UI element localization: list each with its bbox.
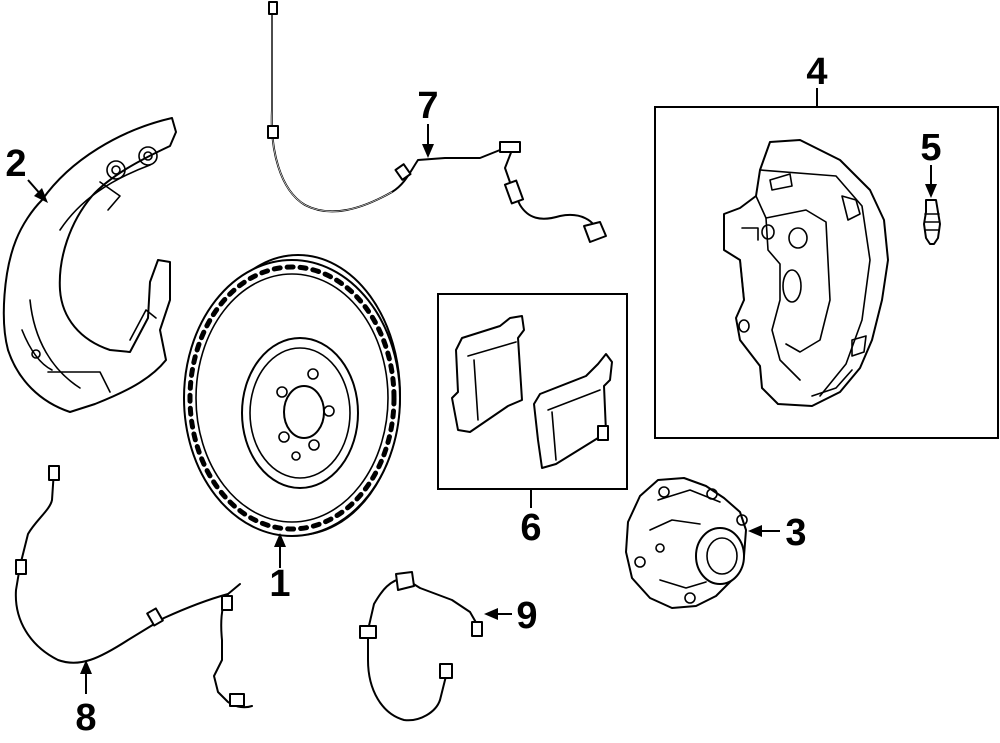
caliper-box (654, 106, 999, 439)
callout-6: 6 (520, 507, 541, 549)
brake-pads-group (437, 293, 628, 490)
wear-sensor-lower (14, 465, 253, 709)
brake-pads-box (437, 293, 628, 490)
callout-4: 4 (806, 51, 827, 93)
wear-sensor-middle (359, 571, 483, 722)
callout-leaders (27, 88, 937, 694)
wear-sensor-upper (267, 1, 607, 243)
callout-8: 8 (75, 697, 96, 739)
callout-1: 1 (269, 563, 290, 605)
callout-9: 9 (516, 595, 537, 637)
callout-3: 3 (785, 512, 806, 554)
callout-5: 5 (920, 127, 941, 169)
caliper-group (654, 106, 999, 439)
callout-2: 2 (5, 143, 26, 185)
brake-rotor (183, 254, 401, 537)
splash-shield (2, 117, 177, 413)
bleeder-screw (923, 199, 941, 245)
wheel-hub (625, 477, 748, 609)
callout-7: 7 (417, 85, 438, 127)
callout-labels: 1 2 3 4 5 6 7 8 9 (5, 51, 941, 739)
